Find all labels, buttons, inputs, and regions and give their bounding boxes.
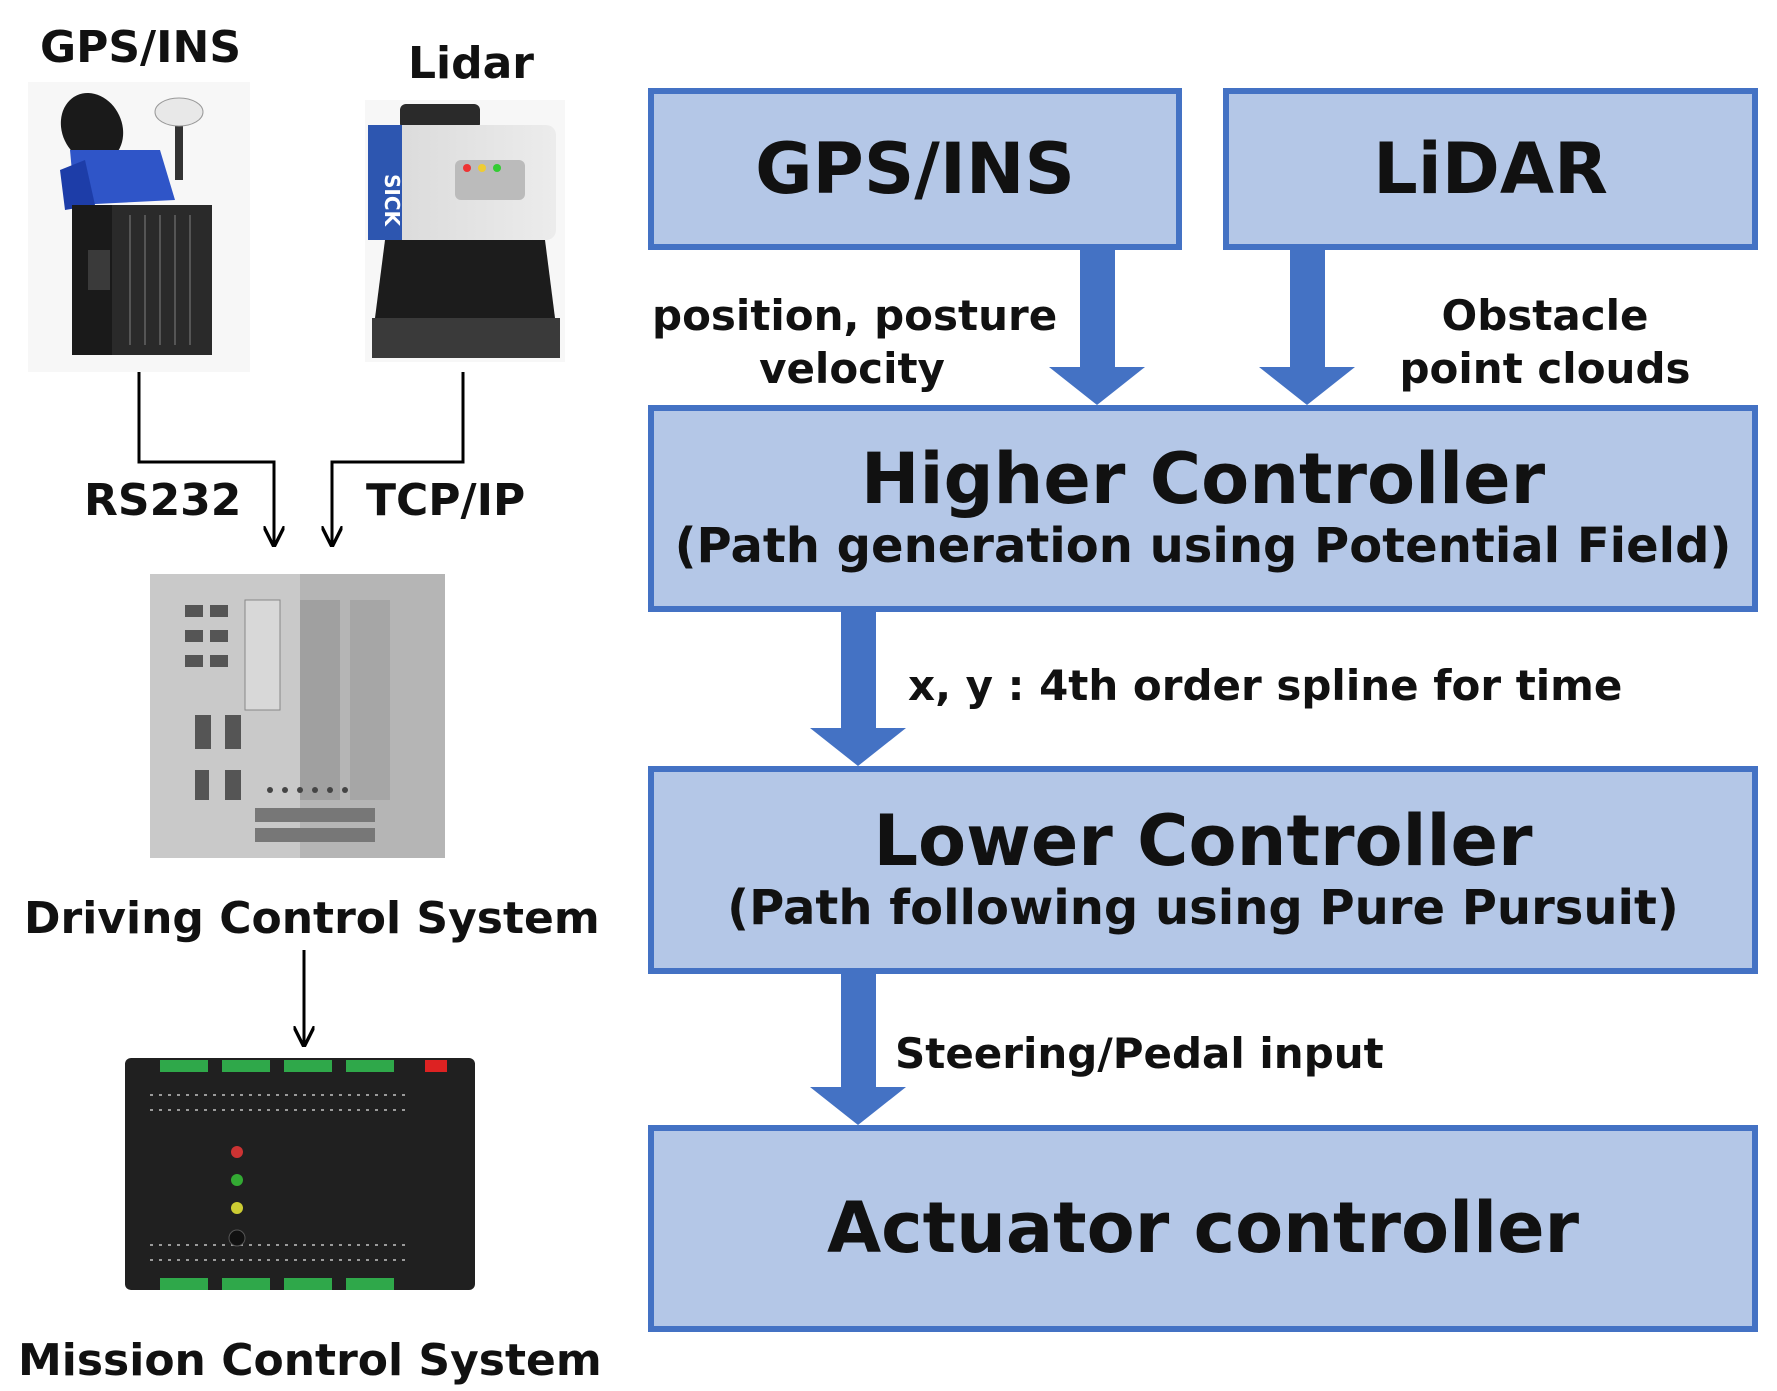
mission-control-board-image [125, 1058, 475, 1290]
gps-ins-box: GPS/INS [648, 88, 1182, 250]
lidar-to-higher-arrow [1259, 250, 1355, 405]
lidar-device-image: SICK [365, 100, 565, 362]
actuator-controller-box: Actuator controller [648, 1125, 1758, 1332]
lower-controller-subtitle: (Path following using Pure Pursuit) [727, 879, 1679, 936]
tcpip-connector [332, 372, 465, 545]
gps-output-note-line1: position, posture [652, 291, 1058, 340]
lower-controller-box: Lower Controller (Path following using P… [648, 766, 1758, 974]
driving-control-pc-image [150, 574, 445, 858]
lidar-output-note-line1: Obstacle [1441, 291, 1649, 340]
mission-control-system-label: Mission Control System [18, 1335, 602, 1386]
gps-ins-label: GPS/INS [40, 22, 242, 73]
spline-note: x, y : 4th order spline for time [908, 661, 1623, 710]
lidar-box: LiDAR [1223, 88, 1758, 250]
gps-ins-box-title: GPS/INS [755, 127, 1075, 210]
rs232-connector [137, 372, 274, 545]
connector-lines [137, 372, 465, 1045]
higher-controller-title: Higher Controller [860, 438, 1546, 521]
gps-ins-device-image [28, 82, 250, 372]
higher-controller-box: Higher Controller (Path generation using… [648, 405, 1758, 612]
gps-output-note-line2: velocity [759, 343, 945, 393]
lidar-output-note-line2: point clouds [1399, 343, 1691, 393]
gps-to-higher-arrow [1049, 250, 1145, 405]
gps-output-note: position, posture velocity [652, 290, 1058, 395]
tcpip-label: TCP/IP [366, 475, 526, 526]
lidar-brand-logo: SICK [380, 174, 404, 228]
steering-pedal-note: Steering/Pedal input [895, 1029, 1384, 1078]
flow-arrows [810, 250, 1355, 1125]
lidar-output-note: Obstacle point clouds [1385, 290, 1705, 395]
lidar-label: Lidar [408, 38, 535, 89]
rs232-label: RS232 [84, 475, 242, 526]
higher-to-lower-arrow [810, 612, 906, 766]
lower-controller-title: Lower Controller [873, 799, 1533, 882]
higher-controller-subtitle: (Path generation using Potential Field) [674, 518, 1732, 575]
lower-to-actuator-arrow [810, 974, 906, 1125]
driving-control-system-label: Driving Control System [24, 893, 600, 944]
lidar-box-title: LiDAR [1373, 127, 1608, 210]
actuator-controller-title: Actuator controller [826, 1187, 1580, 1269]
